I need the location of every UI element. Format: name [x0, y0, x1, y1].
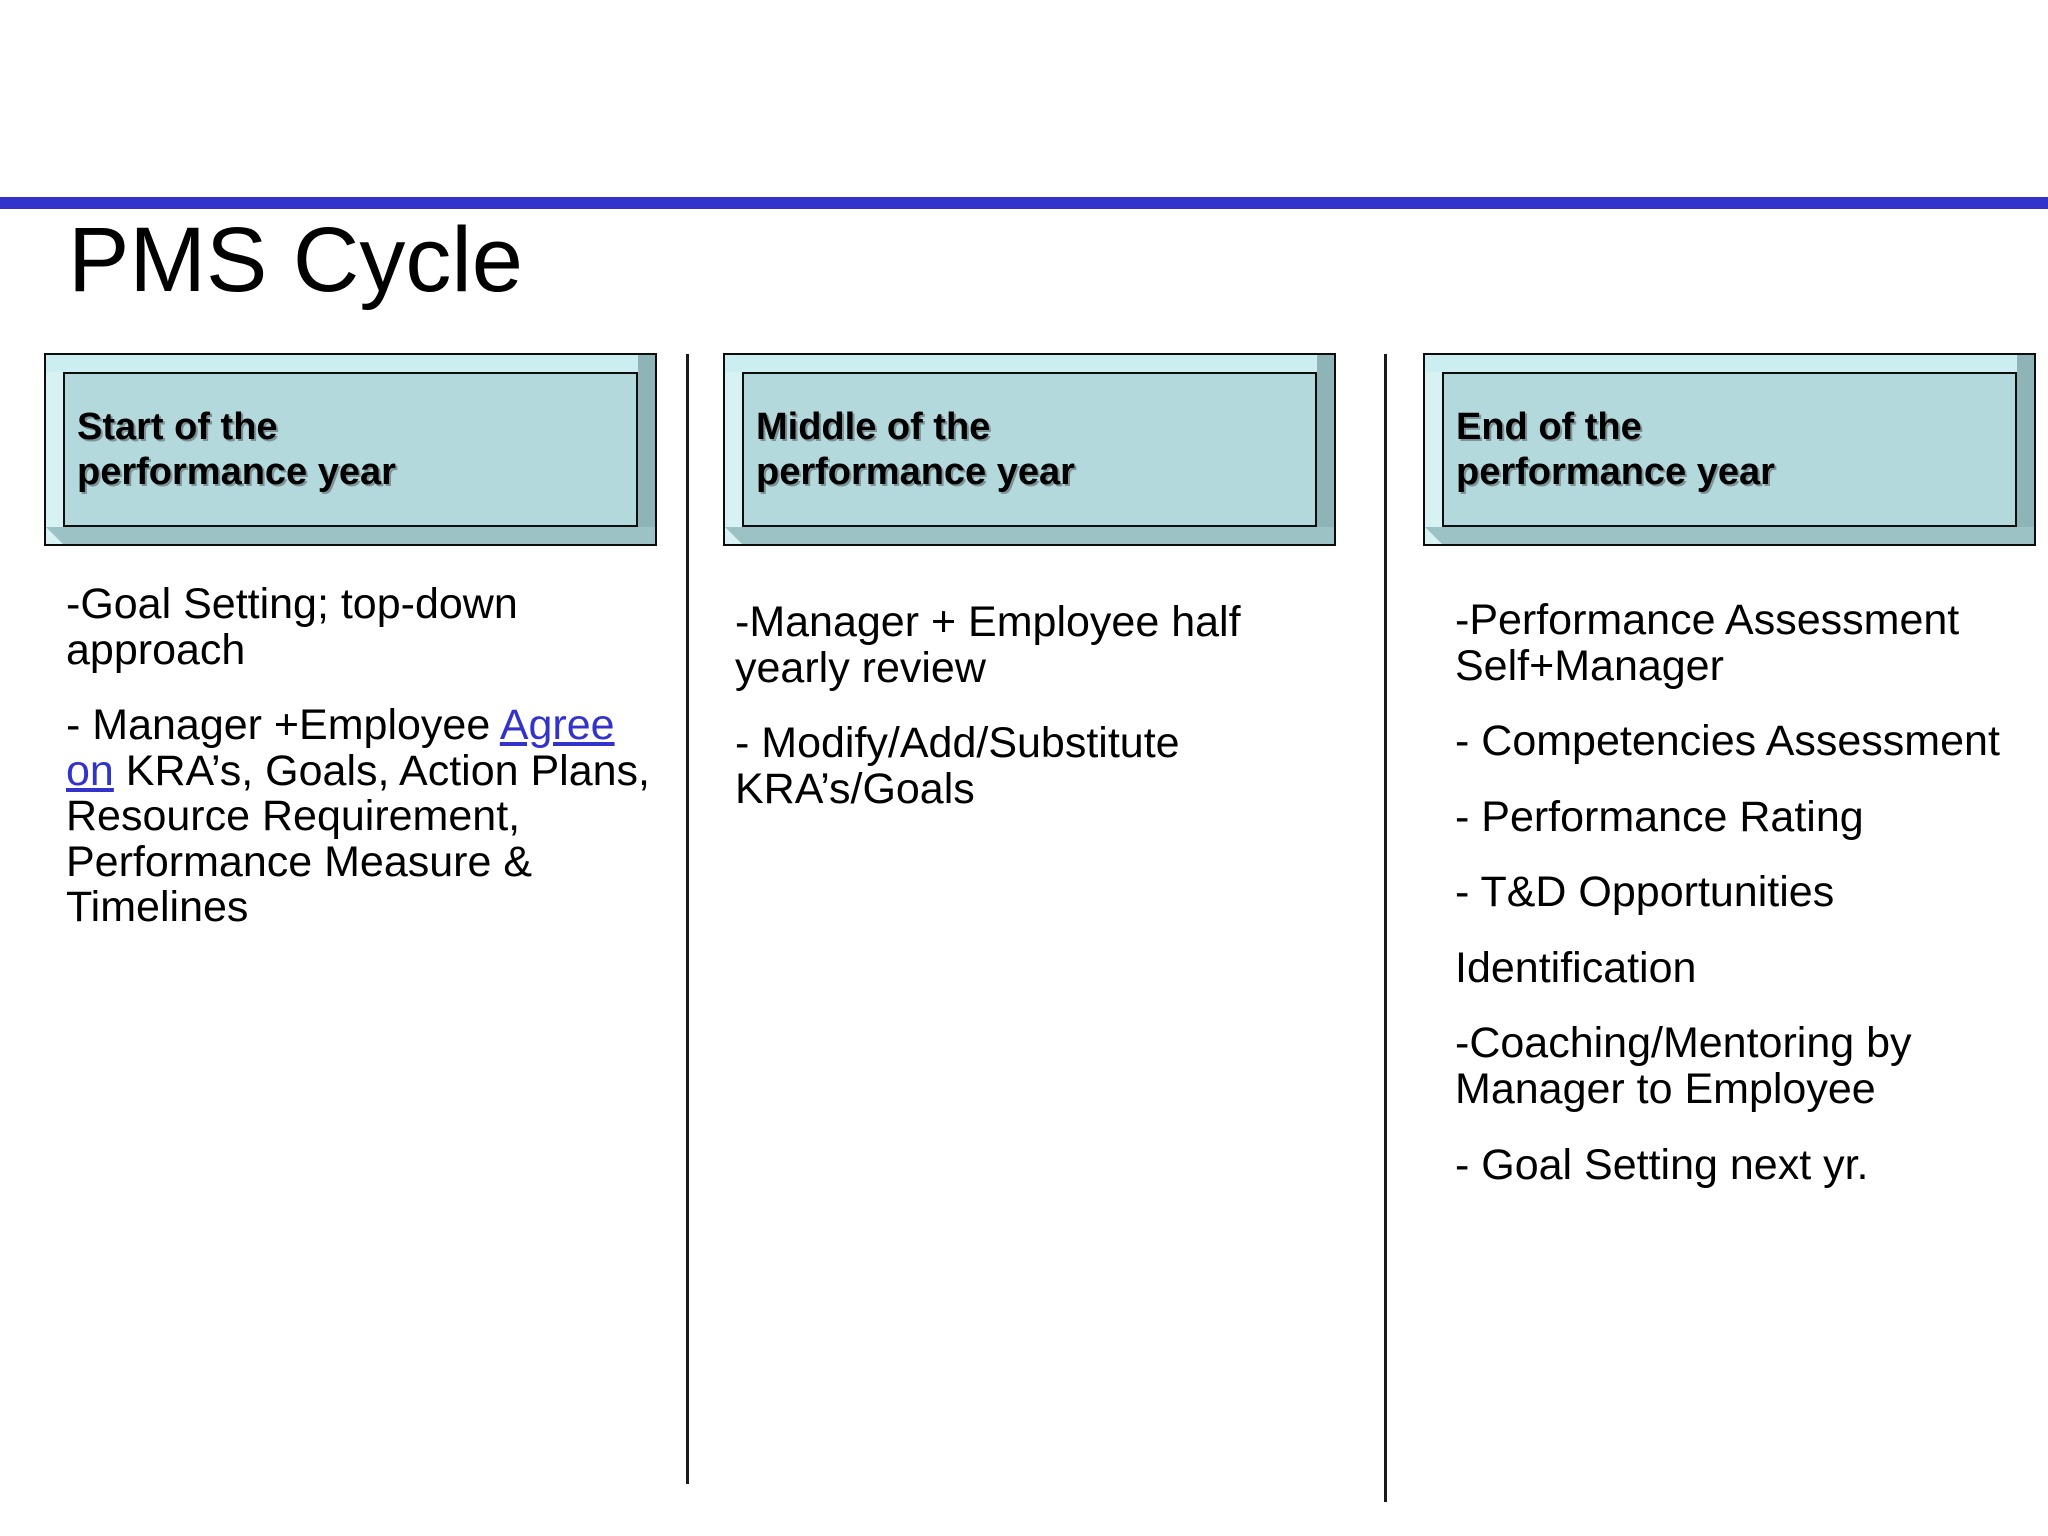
- header-line-2: performance year: [756, 450, 1075, 493]
- text-coaching-mentoring-0: -Coaching/Mentoring by Manager to Employ…: [1455, 1019, 1912, 1114]
- bevel-corner-bl: [725, 527, 742, 544]
- bevel-right-face: [638, 355, 655, 544]
- bevel-corner-tr: [2017, 355, 2034, 372]
- top-accent-rule: [0, 197, 2048, 209]
- header-line-2: performance year: [77, 450, 396, 493]
- bevel-bottom-face: [1425, 527, 2034, 544]
- bevel-top-face: [725, 355, 1334, 372]
- bevel-corner-tr: [638, 355, 655, 372]
- bevel-top-face: [46, 355, 655, 372]
- page-title: PMS Cycle: [68, 209, 523, 311]
- text-goal-setting-0: -Goal Setting; top-down approach: [66, 580, 518, 674]
- text-manager-employee-agree-2: KRA’s, Goals, Action Plans, Resource Req…: [66, 746, 650, 932]
- header-box-middle-of-year: Middle of the performance year: [723, 353, 1336, 546]
- header-line-1: End of the: [1456, 405, 1642, 448]
- body-paragraph-coaching-mentoring: -Coaching/Mentoring by Manager to Employ…: [1455, 1021, 2000, 1112]
- bevel-corner-br: [638, 527, 655, 544]
- text-performance-rating-0: - Performance Rating: [1455, 792, 1864, 841]
- text-identification-0: Identification: [1455, 943, 1697, 992]
- bevel-left-face: [725, 355, 742, 544]
- column-divider-1: [686, 354, 689, 1484]
- header-box-face-1: Start of the performance year: [63, 372, 638, 527]
- body-paragraph-goal-setting: -Goal Setting; top-down approach: [66, 580, 656, 674]
- body-paragraph-identification: Identification: [1455, 943, 2000, 992]
- header-box-face-3: End of the performance year: [1442, 372, 2017, 527]
- bevel-corner-br: [2017, 527, 2034, 544]
- bevel-corner-bl: [1425, 527, 1442, 544]
- bevel-left-face: [1425, 355, 1442, 544]
- body-paragraph-performance-rating: - Performance Rating: [1455, 792, 2000, 841]
- body-paragraph-modify-kras: - Modify/Add/Substitute KRA’s/Goals: [735, 719, 1360, 813]
- body-paragraph-td-opportunities: - T&D Opportunities: [1455, 870, 2000, 916]
- text-performance-assessment-0: -Performance Assessment Self+Manager: [1455, 596, 1960, 690]
- header-box-label-3: End of the performance year: [1444, 405, 1775, 495]
- column-divider-2: [1384, 354, 1387, 1502]
- text-half-yearly-review-0: -Manager + Employee half yearly review: [735, 598, 1241, 692]
- text-modify-kras-0: - Modify/Add/Substitute KRA’s/Goals: [735, 719, 1180, 813]
- bevel-bottom-face: [46, 527, 655, 544]
- column-body-end-of-year: -Performance Assessment Self+Manager - Co…: [1455, 596, 2000, 1189]
- header-box-label-2: Middle of the performance year: [744, 405, 1075, 495]
- body-paragraph-performance-assessment: -Performance Assessment Self+Manager: [1455, 596, 2000, 690]
- bevel-corner-tl: [46, 355, 63, 372]
- body-paragraph-manager-employee-agree: - Manager +Employee Agree on KRA’s, Goal…: [66, 701, 656, 932]
- bevel-top-face: [1425, 355, 2034, 372]
- text-td-opportunities-0: - T&D Opportunities: [1455, 868, 1835, 917]
- bevel-corner-tl: [1425, 355, 1442, 372]
- bevel-bottom-face: [725, 527, 1334, 544]
- text-goal-setting-next-year-0: - Goal Setting next yr.: [1455, 1140, 1869, 1189]
- column-body-middle-of-year: -Manager + Employee half yearly review - …: [735, 598, 1360, 813]
- body-paragraph-goal-setting-next-year: - Goal Setting next yr.: [1455, 1140, 2000, 1189]
- body-paragraph-half-yearly-review: -Manager + Employee half yearly review: [735, 598, 1360, 692]
- header-box-label-1: Start of the performance year: [65, 405, 396, 495]
- bevel-right-face: [1317, 355, 1334, 544]
- bevel-corner-tl: [725, 355, 742, 372]
- text-manager-employee-agree-0: - Manager +Employee: [66, 701, 500, 750]
- body-paragraph-competencies-assessment: - Competencies Assessment: [1455, 717, 2000, 766]
- link-manager-employee-agree[interactable]: Agree on: [66, 701, 615, 795]
- header-box-face-2: Middle of the performance year: [742, 372, 1317, 527]
- header-line-2: performance year: [1456, 450, 1775, 493]
- bevel-right-face: [2017, 355, 2034, 544]
- column-body-start-of-year: -Goal Setting; top-down approach - Manage…: [66, 580, 656, 932]
- header-line-1: Start of the: [77, 405, 278, 448]
- text-competencies-assessment-0: - Competencies Assessment: [1455, 717, 2000, 766]
- header-line-1: Middle of the: [756, 405, 991, 448]
- bevel-corner-bl: [46, 527, 63, 544]
- bevel-corner-tr: [1317, 355, 1334, 372]
- bevel-left-face: [46, 355, 63, 544]
- header-box-end-of-year: End of the performance year: [1423, 353, 2036, 546]
- bevel-corner-br: [1317, 527, 1334, 544]
- header-box-start-of-year: Start of the performance year: [44, 353, 657, 546]
